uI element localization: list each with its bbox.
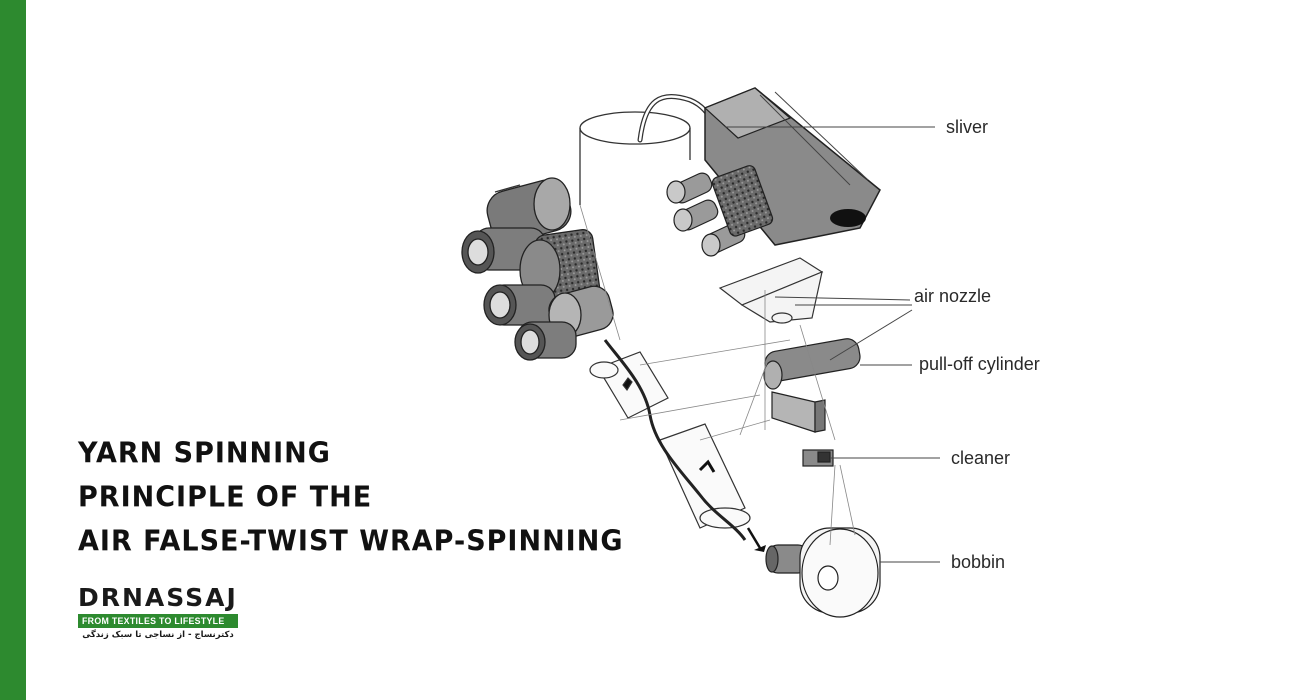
label-bobbin: bobbin: [951, 552, 1006, 572]
title-line-2: PRINCIPLE OF THE: [78, 481, 373, 514]
leader-lines: [725, 126, 940, 563]
yarn-path: [603, 339, 747, 541]
label-sliver: sliver: [946, 117, 989, 137]
main-drafting-unit: [461, 177, 614, 361]
title-line-3: AIR FALSE-TWIST WRAP-SPINNING: [78, 525, 624, 558]
page-title: YARN SPINNING PRINCIPLE OF THE AIR FALSE…: [78, 432, 623, 564]
label-pull-off-cylinder: pull-off cylinder: [919, 354, 1040, 374]
accent-bar: [0, 0, 26, 700]
air-nozzle: [718, 257, 824, 324]
upper-drafting-rollers: [666, 165, 774, 257]
logo-persian-tagline: دکترنساج - از نساجی تا سبک زندگی: [82, 630, 234, 640]
pull-off-cylinder: [763, 338, 861, 433]
sliver-can: [579, 111, 691, 205]
label-cleaner: cleaner: [951, 448, 1011, 468]
bobbin: [765, 527, 881, 618]
label-air-nozzle: air nozzle: [914, 286, 992, 306]
logo-wordmark: DRNASSAJ: [78, 583, 238, 612]
cleaner: [802, 449, 834, 467]
false-twist-nozzles: [589, 351, 751, 529]
brand-logo: DRNASSAJ FROM TEXTILES TO LIFESTYLE دکتر…: [78, 584, 238, 640]
logo-tagline: FROM TEXTILES TO LIFESTYLE: [78, 614, 238, 628]
guide-lines: [579, 204, 856, 546]
title-line-1: YARN SPINNING: [78, 437, 331, 470]
